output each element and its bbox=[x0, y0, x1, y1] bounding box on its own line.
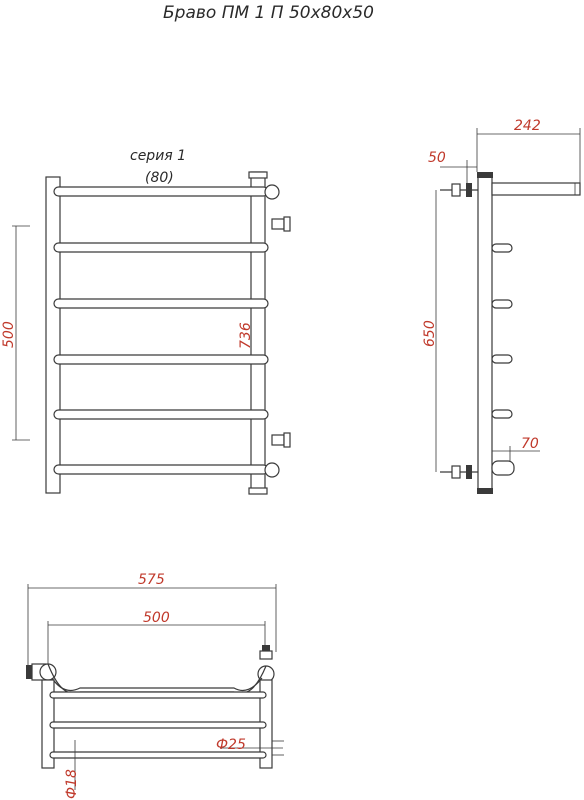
drawing-title: Браво ПМ 1 П 50х80х50 bbox=[163, 3, 374, 23]
dim-pipe-label: Ф25 bbox=[216, 737, 246, 753]
valve-fitting-cap bbox=[259, 650, 273, 660]
side-upright-cap-top bbox=[477, 172, 493, 178]
rung-top-view bbox=[49, 751, 267, 759]
dimension-pipe: Ф25 bbox=[216, 737, 284, 756]
top-view: 575 500 bbox=[26, 572, 284, 799]
connection-fitting-bottom bbox=[271, 432, 291, 448]
dim-rung-label: Ф18 bbox=[64, 769, 80, 799]
rung bbox=[53, 186, 269, 197]
rung-top-view bbox=[49, 691, 267, 699]
rung bbox=[53, 354, 269, 365]
dimension-offset: 50 bbox=[428, 150, 477, 183]
top-hoop bbox=[47, 663, 267, 694]
right-upright-cap-bottom bbox=[248, 487, 268, 495]
top-shelf-arm bbox=[491, 182, 581, 196]
dim-offset-label: 50 bbox=[428, 150, 446, 166]
dimension-height: 500 bbox=[1, 225, 30, 441]
rungs bbox=[53, 186, 269, 475]
rung bbox=[53, 298, 269, 309]
dim-connection-label: 650 bbox=[422, 320, 438, 347]
dim-overall-label: 575 bbox=[138, 572, 165, 588]
dim-total-label: 736 bbox=[238, 322, 254, 349]
dimension-bottom: 70 bbox=[492, 436, 540, 462]
dim-depth-label: 242 bbox=[514, 118, 541, 134]
rung-end bbox=[491, 299, 513, 309]
dim-height-label: 500 bbox=[1, 321, 17, 348]
right-upright-cap-top bbox=[248, 171, 268, 179]
side-upright bbox=[477, 176, 493, 493]
left-end-circle bbox=[39, 663, 57, 681]
side-view: 242 50 650 70 bbox=[422, 118, 581, 494]
side-wall-bracket-bottom bbox=[440, 465, 478, 479]
rung-end bbox=[491, 243, 513, 253]
side-upright-cap-bottom bbox=[477, 488, 493, 494]
rung-end bbox=[491, 460, 515, 476]
side-wall-bracket-top bbox=[440, 183, 478, 197]
inner-hoop bbox=[51, 677, 263, 691]
series-value: (80) bbox=[145, 170, 174, 186]
front-view: серия 1 (80) bbox=[1, 148, 291, 495]
rung bbox=[53, 409, 269, 420]
rung bbox=[53, 464, 269, 475]
rung-end bbox=[491, 354, 513, 364]
dim-bottom-label: 70 bbox=[521, 436, 539, 452]
valve-fitting bbox=[262, 645, 270, 651]
dimension-overall: 575 bbox=[27, 572, 277, 665]
dimension-depth: 242 bbox=[476, 118, 581, 183]
wall-bracket-top bbox=[264, 184, 280, 200]
series-label: серия 1 bbox=[130, 148, 186, 164]
dim-axis-label: 500 bbox=[143, 610, 170, 626]
rung bbox=[53, 242, 269, 253]
dimension-rung: Ф18 bbox=[64, 740, 82, 799]
connection-fitting-top bbox=[271, 216, 291, 232]
dimension-connection: 650 bbox=[422, 190, 438, 472]
left-upright bbox=[45, 176, 61, 494]
rung-end bbox=[491, 409, 513, 419]
rung-top-view bbox=[49, 721, 267, 729]
dimension-axis: 500 bbox=[47, 610, 266, 665]
wall-bracket-bottom bbox=[264, 462, 280, 478]
